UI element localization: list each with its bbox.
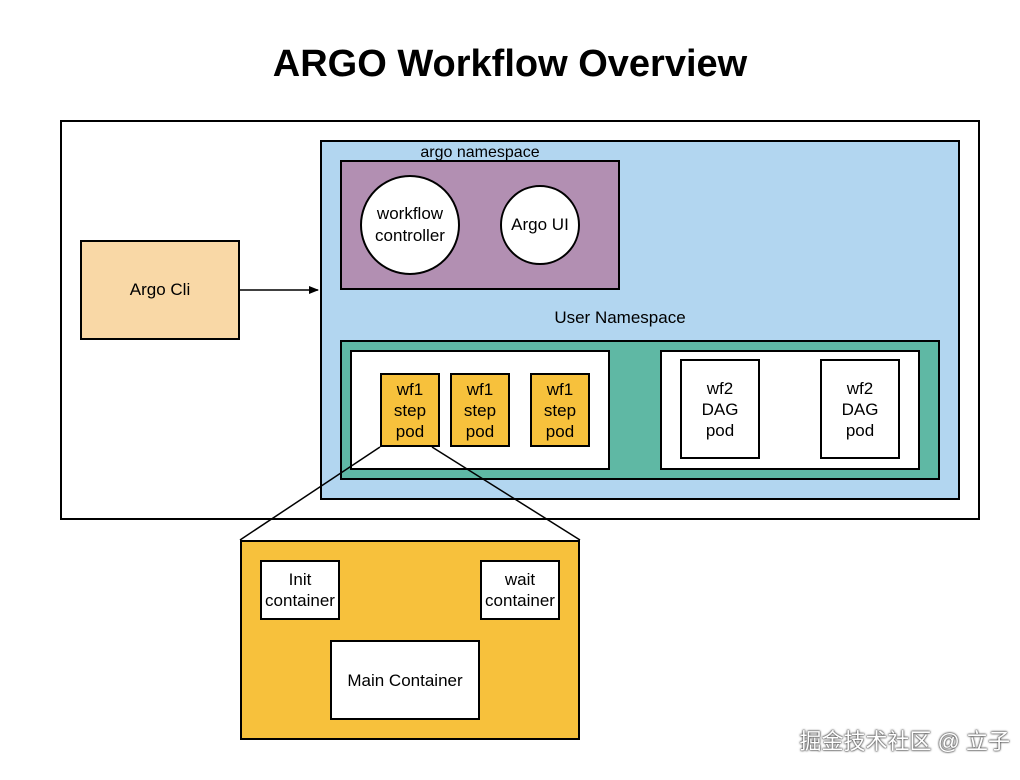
wf1-step-pod: wf1 step pod	[380, 373, 440, 447]
user-namespace-label: User Namespace	[554, 308, 686, 327]
watermark-text: 掘金技术社区 @ 立子	[799, 729, 1010, 754]
wait-container-node: wait container	[480, 560, 560, 620]
argo-cli-node: Argo Cli	[80, 240, 240, 340]
diagram-title: ARGO Workflow Overview	[272, 43, 748, 85]
wf2-dag-pod: wf2 DAG pod	[820, 359, 900, 459]
wf2-dag-pod: wf2 DAG pod	[680, 359, 760, 459]
wf1-step-pod: wf1 step pod	[450, 373, 510, 447]
argo-namespace-label: argo namespace	[420, 144, 540, 161]
wf1-step-pod: wf1 step pod	[530, 373, 590, 447]
workflow-controller-node: workflow controller	[360, 175, 460, 275]
init-container-node: Init container	[260, 560, 340, 620]
argo-ui-node: Argo UI	[500, 185, 580, 265]
main-container-node: Main Container	[330, 640, 480, 720]
